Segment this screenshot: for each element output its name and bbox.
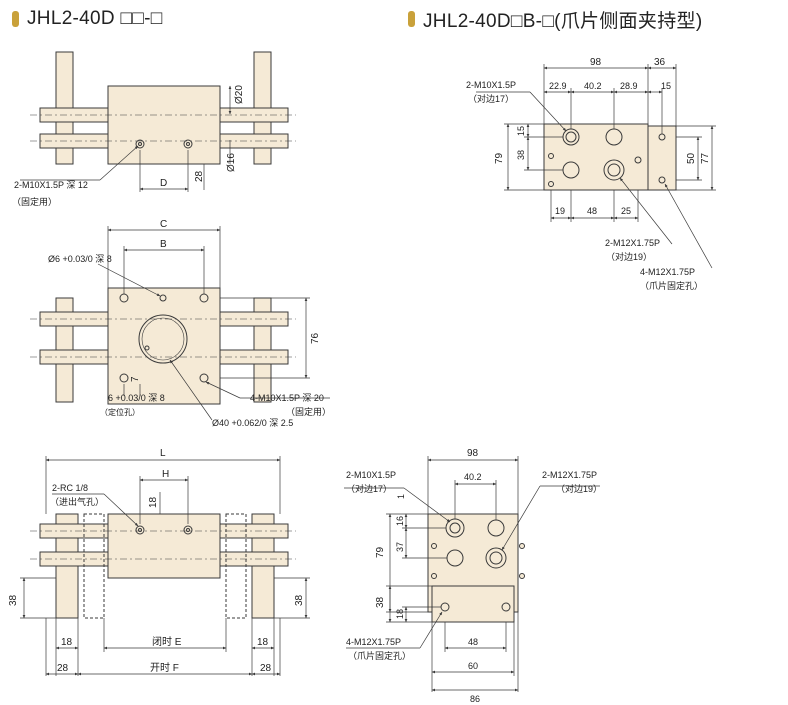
dim-38b: 38 (375, 596, 386, 608)
dim-98b: 98 (467, 448, 479, 459)
dim-38-left: 38 (8, 594, 19, 606)
note-m12c: 2-M12X1.75P (542, 470, 597, 480)
dim-48b: 48 (468, 637, 478, 647)
dim-38-right: 38 (294, 594, 305, 606)
dim-18v: 18 (148, 496, 159, 508)
dim-18-right: 18 (257, 637, 269, 648)
dim-d: D (160, 178, 167, 189)
right-top-view (543, 123, 677, 191)
note-m10: 2-M10X1.5P (466, 80, 516, 90)
dim-40-2b: 40.2 (464, 472, 482, 482)
title-left: JHL2-40D □□-□ (12, 6, 162, 32)
right-bottom-view (427, 513, 525, 623)
dim-15-top: 15 (661, 81, 671, 91)
dim-1: 1 (396, 494, 406, 499)
title-bullet-icon (12, 11, 19, 27)
dim-38-vertical: 38 (516, 150, 526, 160)
dim-16b: 16 (395, 516, 405, 526)
title-right: JHL2-40D□B-□(爪片侧面夹持型) (408, 6, 702, 32)
note-pin: 6 +0.03/0 深 8 (108, 393, 165, 403)
dim-e: 闭时 E (152, 635, 182, 648)
dim-28-left: 28 (57, 663, 69, 674)
note-pin-use: （定位孔） (100, 407, 140, 417)
dim-79: 79 (494, 152, 505, 164)
dim-b: B (160, 239, 167, 250)
note-m12: 2-M12X1.75P (605, 238, 660, 248)
dim-79b: 79 (375, 546, 386, 558)
dim-28-right: 28 (260, 663, 272, 674)
dim-f: 开时 F (150, 662, 179, 674)
dim-20: Ø20 (234, 85, 245, 104)
dim-7: 7 (130, 376, 141, 382)
dim-50: 50 (686, 152, 697, 164)
mid-top-view (30, 287, 296, 405)
title-right-text: JHL2-40D□B-□(爪片侧面夹持型) (423, 10, 703, 32)
dim-76: 76 (310, 332, 321, 344)
dim-22-9: 22.9 (549, 81, 567, 91)
note-m12-sub: （对边19） (606, 251, 652, 262)
dim-l: L (160, 448, 166, 459)
dim-48: 48 (587, 206, 597, 216)
note-hole6: Ø6 +0.03/0 深 8 (48, 254, 112, 264)
dim-36: 36 (654, 57, 666, 68)
note-m10: 4-M10X1.5P 深 20 (250, 393, 324, 403)
dim-19: 19 (555, 206, 565, 216)
dim-16: Ø16 (226, 153, 237, 172)
dim-18b: 18 (395, 609, 405, 619)
title-bullet-icon (408, 11, 415, 27)
dim-15-vertical: 15 (516, 126, 526, 136)
title-left-text: JHL2-40D □□-□ (27, 8, 163, 29)
note-rc-use: （进出气孔） (50, 496, 104, 507)
note-m12b-sub: （爪片固定孔） (640, 280, 703, 291)
bottom-front-view (30, 513, 296, 619)
dim-86: 86 (470, 694, 480, 704)
note-use: （固定用） (12, 196, 57, 207)
note-m10b-sub: （对边17） (346, 483, 392, 494)
dim-h: H (162, 469, 169, 480)
note-m12d-sub: （爪片固定孔） (348, 650, 411, 661)
dim-37: 37 (395, 542, 405, 552)
dim-98: 98 (590, 57, 602, 68)
dim-40-2: 40.2 (584, 81, 602, 91)
note-bore: Ø40 +0.062/0 深 2.5 (212, 418, 293, 428)
note-rc: 2-RC 1/8 (52, 483, 88, 493)
top-side-view (30, 51, 296, 165)
note-m10-use: （固定用） (286, 406, 331, 417)
note-thread: 2-M10X1.5P 深 12 (14, 180, 88, 190)
dim-18-left: 18 (61, 637, 73, 648)
dim-60: 60 (468, 661, 478, 671)
dim-28-9: 28.9 (620, 81, 638, 91)
note-m12b: 4-M12X1.75P (640, 267, 695, 277)
note-m10b: 2-M10X1.5P (346, 470, 396, 480)
dim-28: 28 (194, 170, 205, 182)
dim-77: 77 (700, 152, 711, 164)
dim-25: 25 (621, 206, 631, 216)
dim-c: C (160, 219, 167, 230)
note-m12d: 4-M12X1.75P (346, 637, 401, 647)
note-m12c-sub: （对边19） (556, 483, 602, 494)
note-m10-sub: （对边17） (468, 93, 514, 104)
